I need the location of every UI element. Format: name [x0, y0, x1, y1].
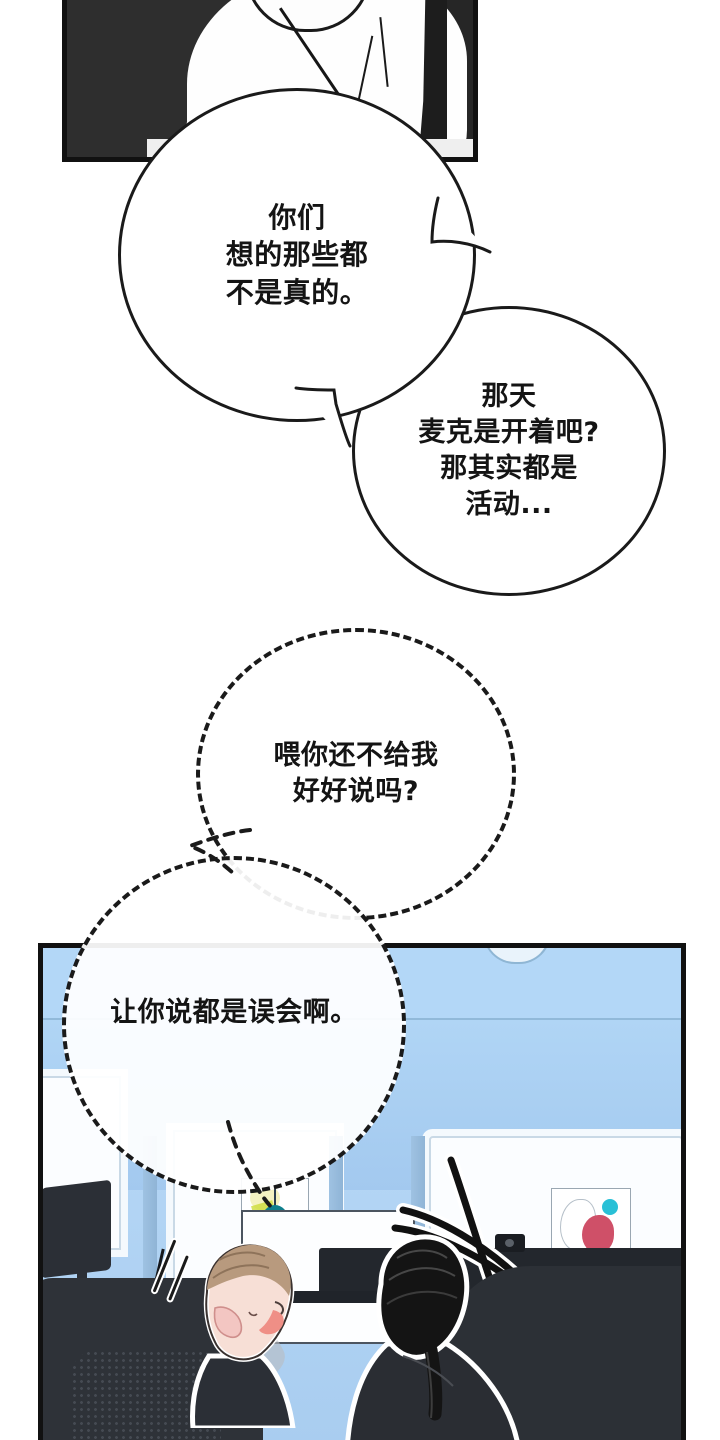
bubble-4-tail — [226, 1120, 276, 1212]
webcam-lens-icon — [505, 1239, 514, 1247]
character-black-hair — [345, 1234, 520, 1440]
speech-bubble-1-text: 你们 想的那些都 不是真的。 — [225, 200, 369, 309]
thought-bubble-4-text: 让你说都是误会啊。 — [110, 996, 358, 1028]
bubble-2-tail — [430, 196, 492, 254]
art-stick-line — [274, 1189, 276, 1213]
speech-bubble-2-text: 那天 麦克是开着吧? 那其实都是 活动... — [418, 380, 600, 521]
bubble-1-tail — [294, 386, 352, 448]
webcam — [495, 1234, 525, 1252]
art-blob-red — [582, 1215, 614, 1253]
thought-bubble-3-text: 喂你还不给我 好好说吗? — [273, 739, 439, 807]
speech-bubble-1: 你们 想的那些都 不是真的。 — [118, 88, 476, 422]
bubble-3-tail — [188, 828, 252, 878]
cubicle-post-a — [143, 1136, 157, 1296]
art-blob-cyan — [602, 1199, 618, 1215]
character-blond — [190, 1242, 296, 1428]
monitor-left — [43, 1179, 111, 1279]
panel-top — [62, 0, 478, 162]
